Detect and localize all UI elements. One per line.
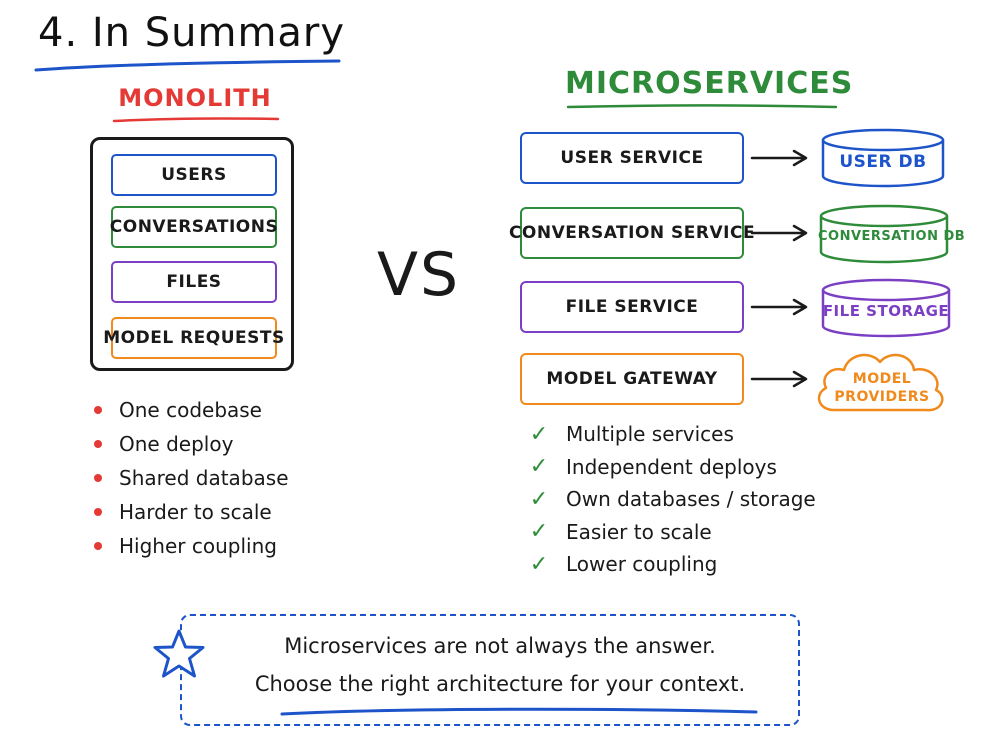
bullet-dot-icon <box>94 542 102 550</box>
list-item: Shared database <box>94 461 289 495</box>
list-item: One deploy <box>94 427 289 461</box>
module-files: FILES <box>111 261 277 303</box>
list-item: Harder to scale <box>94 495 289 529</box>
callout-underline <box>280 707 758 716</box>
callout-line-1: Microservices are not always the answer. <box>284 634 716 658</box>
list-item: ✓Own databases / storage <box>529 486 816 512</box>
arrow-right-icon <box>750 370 808 388</box>
monolith-traits-list: One codebase One deploy Shared database … <box>94 393 289 563</box>
module-model-requests: MODEL REQUESTS <box>103 317 284 359</box>
title-underline <box>34 59 341 72</box>
monolith-heading-underline <box>112 117 280 123</box>
user-service-box: USER SERVICE <box>520 132 744 184</box>
module-users: USERS <box>111 154 277 196</box>
list-item: ✓Independent deploys <box>529 454 777 480</box>
list-item: ✓Multiple services <box>529 421 734 447</box>
arrow-right-icon <box>750 224 808 242</box>
star-icon <box>153 629 205 678</box>
database-icon <box>821 128 945 188</box>
check-icon: ✓ <box>529 551 549 577</box>
bullet-dot-icon <box>94 474 102 482</box>
vs-label: VS <box>377 240 461 310</box>
arrow-right-icon <box>750 298 808 316</box>
microservices-traits-list: ✓Multiple services ✓Independent deploys … <box>528 418 816 581</box>
monolith-heading: MONOLITH <box>118 84 272 112</box>
check-icon: ✓ <box>529 519 549 545</box>
list-item: One codebase <box>94 393 289 427</box>
page-title: 4. In Summary <box>38 10 346 56</box>
microservices-heading: MICROSERVICES <box>565 66 854 101</box>
conversation-db-label: CONVERSATION DB <box>818 229 966 244</box>
monolith-container: USERS CONVERSATIONS FILES MODEL REQUESTS <box>90 137 294 371</box>
list-item: ✓Lower coupling <box>529 551 718 577</box>
check-icon: ✓ <box>529 421 549 447</box>
callout-box <box>180 614 800 726</box>
cloud-icon <box>817 353 944 412</box>
microservices-heading-underline <box>566 104 838 109</box>
user-db-label: USER DB <box>839 152 927 172</box>
file-service-box: FILE SERVICE <box>520 281 744 333</box>
bullet-dot-icon <box>94 406 102 414</box>
arrow-right-icon <box>750 149 808 167</box>
callout-line-2: Choose the right architecture for your c… <box>254 672 746 696</box>
check-icon: ✓ <box>529 486 549 512</box>
model-gateway-box: MODEL GATEWAY <box>520 353 744 405</box>
file-storage-label: FILE STORAGE <box>822 302 950 320</box>
database-icon <box>821 278 951 338</box>
list-item: ✓Easier to scale <box>529 519 712 545</box>
conversation-service-box: CONVERSATION SERVICE <box>509 207 755 259</box>
model-providers-label: MODEL PROVIDERS <box>834 371 930 405</box>
module-conversations: CONVERSATIONS <box>110 206 278 248</box>
bullet-dot-icon <box>94 508 102 516</box>
check-icon: ✓ <box>529 454 549 480</box>
bullet-dot-icon <box>94 440 102 448</box>
database-icon <box>819 204 949 264</box>
list-item: Higher coupling <box>94 529 289 563</box>
